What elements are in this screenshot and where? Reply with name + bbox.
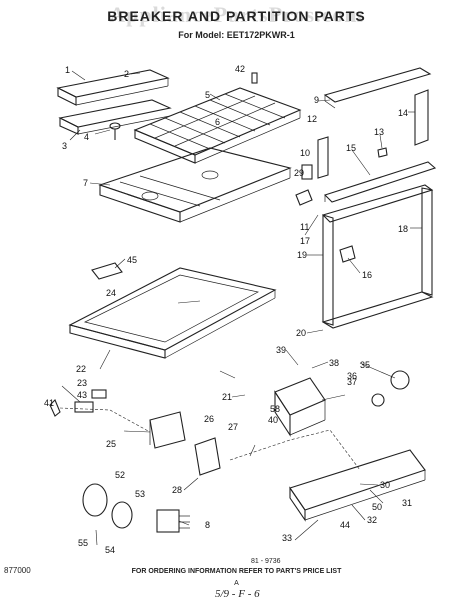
part-thermostat-bulb [82, 483, 133, 529]
callout-36: 36 [347, 371, 357, 381]
part-housing [149, 411, 186, 449]
part-door-breaker-frame [321, 184, 434, 329]
diagram-title: BREAKER AND PARTITION PARTS [107, 8, 366, 24]
part-breaker-vertical-upper [414, 89, 429, 146]
page-code: 877000 [4, 566, 31, 575]
callout-55: 55 [78, 538, 88, 548]
callout-31: 31 [402, 498, 412, 508]
callout-54: 54 [105, 545, 115, 555]
callout-8: 8 [205, 520, 210, 530]
callout-17: 17 [300, 236, 310, 246]
callout-10: 10 [300, 148, 310, 158]
callout-39: 39 [276, 345, 286, 355]
diagram-code: 81 - 9736 [251, 558, 281, 565]
callout-16: 16 [362, 270, 372, 280]
part-control-knob [49, 389, 107, 417]
part-switch [194, 437, 221, 476]
part-block [339, 245, 356, 263]
part-shelf-grid [133, 87, 302, 164]
watermark: AppliancePartsPros.com [109, 2, 364, 27]
callout-4: 4 [84, 132, 89, 142]
callout-15: 15 [346, 143, 356, 153]
callout-37: 37 [347, 377, 357, 387]
part-bracket [91, 262, 123, 280]
part-clip [251, 72, 258, 84]
callout-13: 13 [374, 127, 384, 137]
callout-5: 5 [205, 90, 210, 100]
callout-52: 52 [115, 470, 125, 480]
callout-24-upper: 24 [106, 288, 116, 298]
part-knob [371, 370, 410, 407]
callout-labels: 1 2 3 4 5 6 7 8 9 10 11 12 13 14 15 16 1… [44, 64, 412, 555]
callout-3: 3 [62, 141, 67, 151]
model-line: For Model: EET172PKWR-1 [178, 30, 295, 40]
callout-40: 40 [268, 415, 278, 425]
part-screw [109, 122, 121, 140]
part-hinge-clip [295, 164, 313, 206]
callout-20: 20 [296, 328, 306, 338]
callout-43: 43 [77, 390, 87, 400]
part-breaker-vertical-small [317, 136, 329, 179]
callout-26: 26 [204, 414, 214, 424]
callout-32: 32 [367, 515, 377, 525]
callout-7: 7 [83, 178, 88, 188]
callout-22: 22 [76, 364, 86, 374]
ordering-note: FOR ORDERING INFORMATION REFER TO PART'S… [131, 568, 342, 575]
part-side-breaker-left [323, 67, 432, 109]
callout-41: 41 [44, 398, 54, 408]
callout-58: 58 [270, 404, 280, 414]
callout-25: 25 [106, 439, 116, 449]
callout-23: 23 [77, 378, 87, 388]
part-connector-block [156, 509, 190, 533]
leader-lines [61, 70, 422, 546]
callout-30: 30 [380, 480, 390, 490]
handwritten-note: 5/9 - F - 6 [215, 588, 260, 600]
callout-18: 18 [398, 224, 408, 234]
part-control-cover [289, 449, 426, 522]
callout-19: 19 [297, 250, 307, 260]
part-partition-frame [98, 147, 292, 223]
callout-42: 42 [235, 64, 245, 74]
page-letter: A [234, 580, 239, 587]
callout-9: 9 [314, 95, 319, 105]
part-breaker-strip-upper [56, 69, 170, 106]
callout-12: 12 [307, 114, 317, 124]
callout-1: 1 [65, 65, 70, 75]
callout-29: 29 [294, 168, 304, 178]
callout-45: 45 [127, 255, 137, 265]
part-small-screw [377, 147, 388, 158]
callout-21: 21 [222, 392, 232, 402]
callout-38: 38 [329, 358, 339, 368]
part-divider-mid [323, 161, 437, 203]
callout-14: 14 [398, 108, 408, 118]
callout-33: 33 [282, 533, 292, 543]
callout-28: 28 [172, 485, 182, 495]
callout-11: 11 [300, 222, 309, 232]
callout-6: 6 [215, 117, 220, 127]
callout-44: 44 [340, 520, 350, 530]
part-control-housing [274, 377, 326, 437]
callout-50: 50 [372, 502, 382, 512]
callout-2-top: 2 [124, 69, 129, 79]
callout-27: 27 [228, 422, 238, 432]
callout-35: 35 [360, 360, 370, 370]
callout-53: 53 [135, 489, 145, 499]
part-shelf-tray [68, 267, 277, 359]
part-breaker-strip-lower [58, 99, 172, 135]
